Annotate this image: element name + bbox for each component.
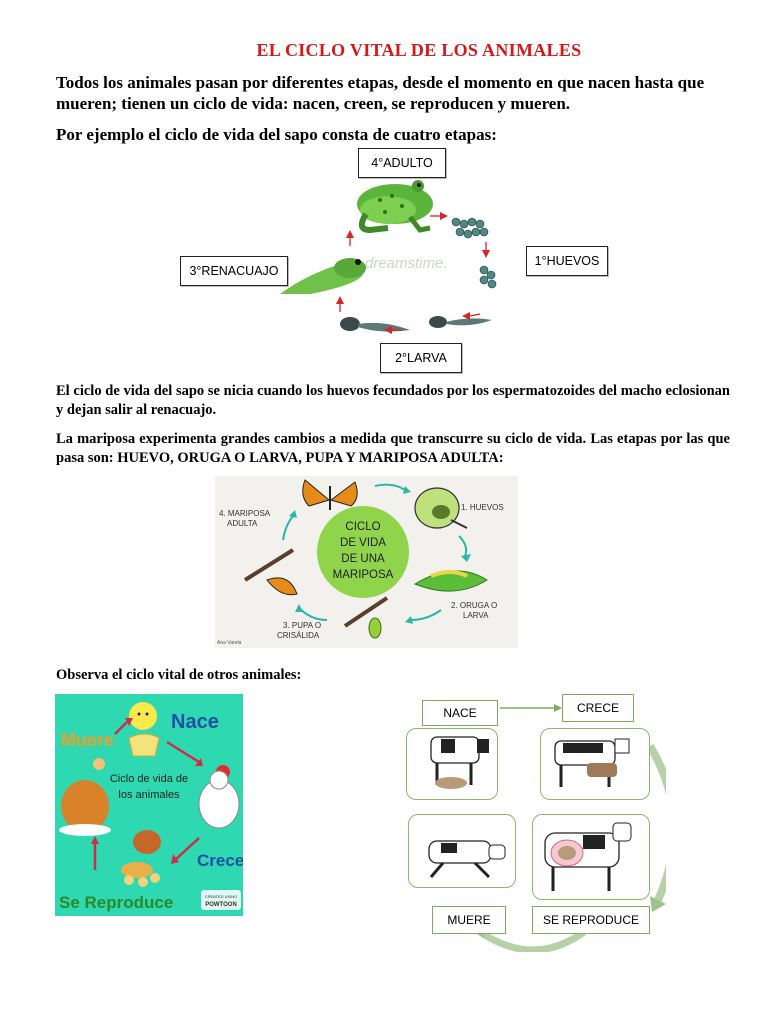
chicken-arrows: [93, 721, 200, 870]
tadpole-icon: [340, 316, 492, 332]
powtoon-logo: CREATED USING POWTOON: [201, 890, 241, 910]
chicken-label-muere: Muere: [61, 730, 114, 750]
adult-frog-icon: [357, 180, 433, 234]
butterfly-description: La mariposa experimenta grandes cambios …: [56, 431, 730, 466]
butterfly-center-l1: CICLO: [345, 521, 380, 533]
frog-label-larva: 2°LARVA: [380, 343, 462, 373]
chicken-cycle-illustration: Nace Muere Ciclo de vida de los animales…: [55, 694, 244, 916]
butterfly-signature: Ana Varela: [217, 640, 242, 646]
cow-panel-reproduce: [532, 814, 650, 900]
watermark-text: dreamstime.: [365, 255, 448, 272]
intro-paragraph: Todos los animales pasan por diferentes …: [56, 73, 705, 113]
butterfly-stage-2-l2: LARVA: [463, 611, 489, 620]
cow-panel-birth: [406, 728, 498, 800]
butterfly-center-circle: [317, 506, 409, 598]
cycle-arrows: [336, 212, 490, 334]
chicken-cycle-svg: Nace Muere Ciclo de vida de los animales…: [59, 702, 244, 912]
butterfly-stage-3-l1: 3. PUPA O: [283, 621, 321, 630]
cow-birth-icon: [430, 736, 489, 789]
butterfly-center-l4: MARIPOSA: [333, 569, 394, 581]
frog-description: El ciclo de vida del sapo se nicia cuand…: [56, 383, 730, 418]
butterfly-stage-3-l2: CRISÁLIDA: [277, 631, 320, 640]
observe-text: Observa el ciclo vital de otros animales…: [56, 667, 302, 683]
chrysalis-icon: [343, 596, 389, 639]
cow-pregnant-icon: [544, 822, 632, 891]
egg-leaf-icon: [414, 487, 468, 529]
butterfly-stage-1: 1. HUEVOS: [461, 503, 504, 512]
cow-grow-icon: [554, 738, 630, 787]
hens-with-eggs-icon: [121, 830, 161, 887]
frog-intro: Por ejemplo el ciclo de vida del sapo co…: [56, 125, 497, 144]
logo-line-1: CREATED USING: [205, 894, 238, 899]
frog-eggs-icon: [451, 217, 497, 289]
chicken-center-l1: Ciclo de vida de: [110, 773, 188, 785]
cow-panel-death: [408, 814, 516, 888]
butterfly-cycle-illustration: CICLO DE VIDA DE UNA MARIPOSA: [215, 476, 518, 648]
roast-chicken-icon: [59, 758, 111, 836]
butterfly-cycle-svg: CICLO DE VIDA DE UNA MARIPOSA: [217, 479, 504, 646]
frog-cycle-illustration: dreamstime.: [270, 172, 510, 347]
froglet-icon: [280, 258, 366, 294]
chicken-center-l2: los animales: [118, 789, 180, 801]
butterfly-center-l3: DE UNA: [341, 553, 385, 565]
hen-icon: [198, 765, 240, 829]
cow-label-reproduce: SE REPRODUCE: [532, 906, 650, 934]
butterfly-stage-4-l1: 4. MARIPOSA: [219, 509, 271, 518]
cow-label-muere: MUERE: [432, 906, 506, 934]
caterpillar-leaf-icon: [413, 570, 488, 592]
frog-label-eggs: 1°HUEVOS: [526, 246, 608, 276]
frog-label-adult: 4°ADULTO: [358, 148, 446, 178]
chicken-label-crece: Crece: [197, 851, 243, 870]
frog-label-tadpole: 3°RENACUAJO: [180, 256, 288, 286]
chicken-label-reproduce: Se Reproduce: [59, 893, 173, 912]
logo-line-2: POWTOON: [205, 902, 237, 908]
cow-label-crece: CRECE: [562, 694, 634, 722]
cow-dead-icon: [428, 840, 506, 879]
cow-cycle-illustration: NACE CRECE: [404, 690, 666, 952]
chick-icon: [128, 702, 160, 757]
page-title: EL CICLO VITAL DE LOS ANIMALES: [256, 40, 582, 60]
emerging-butterfly-icon: [243, 548, 298, 596]
butterfly-stage-2-l1: 2. ORUGA O: [451, 601, 497, 610]
butterfly-icon: [302, 479, 358, 510]
chicken-label-nace: Nace: [171, 711, 219, 733]
butterfly-stage-4-l2: ADULTA: [227, 519, 258, 528]
cow-label-nace: NACE: [422, 700, 498, 726]
frog-cycle-svg: dreamstime.: [280, 180, 497, 334]
butterfly-center-l2: DE VIDA: [340, 537, 386, 549]
cow-panel-grow: [540, 728, 650, 800]
